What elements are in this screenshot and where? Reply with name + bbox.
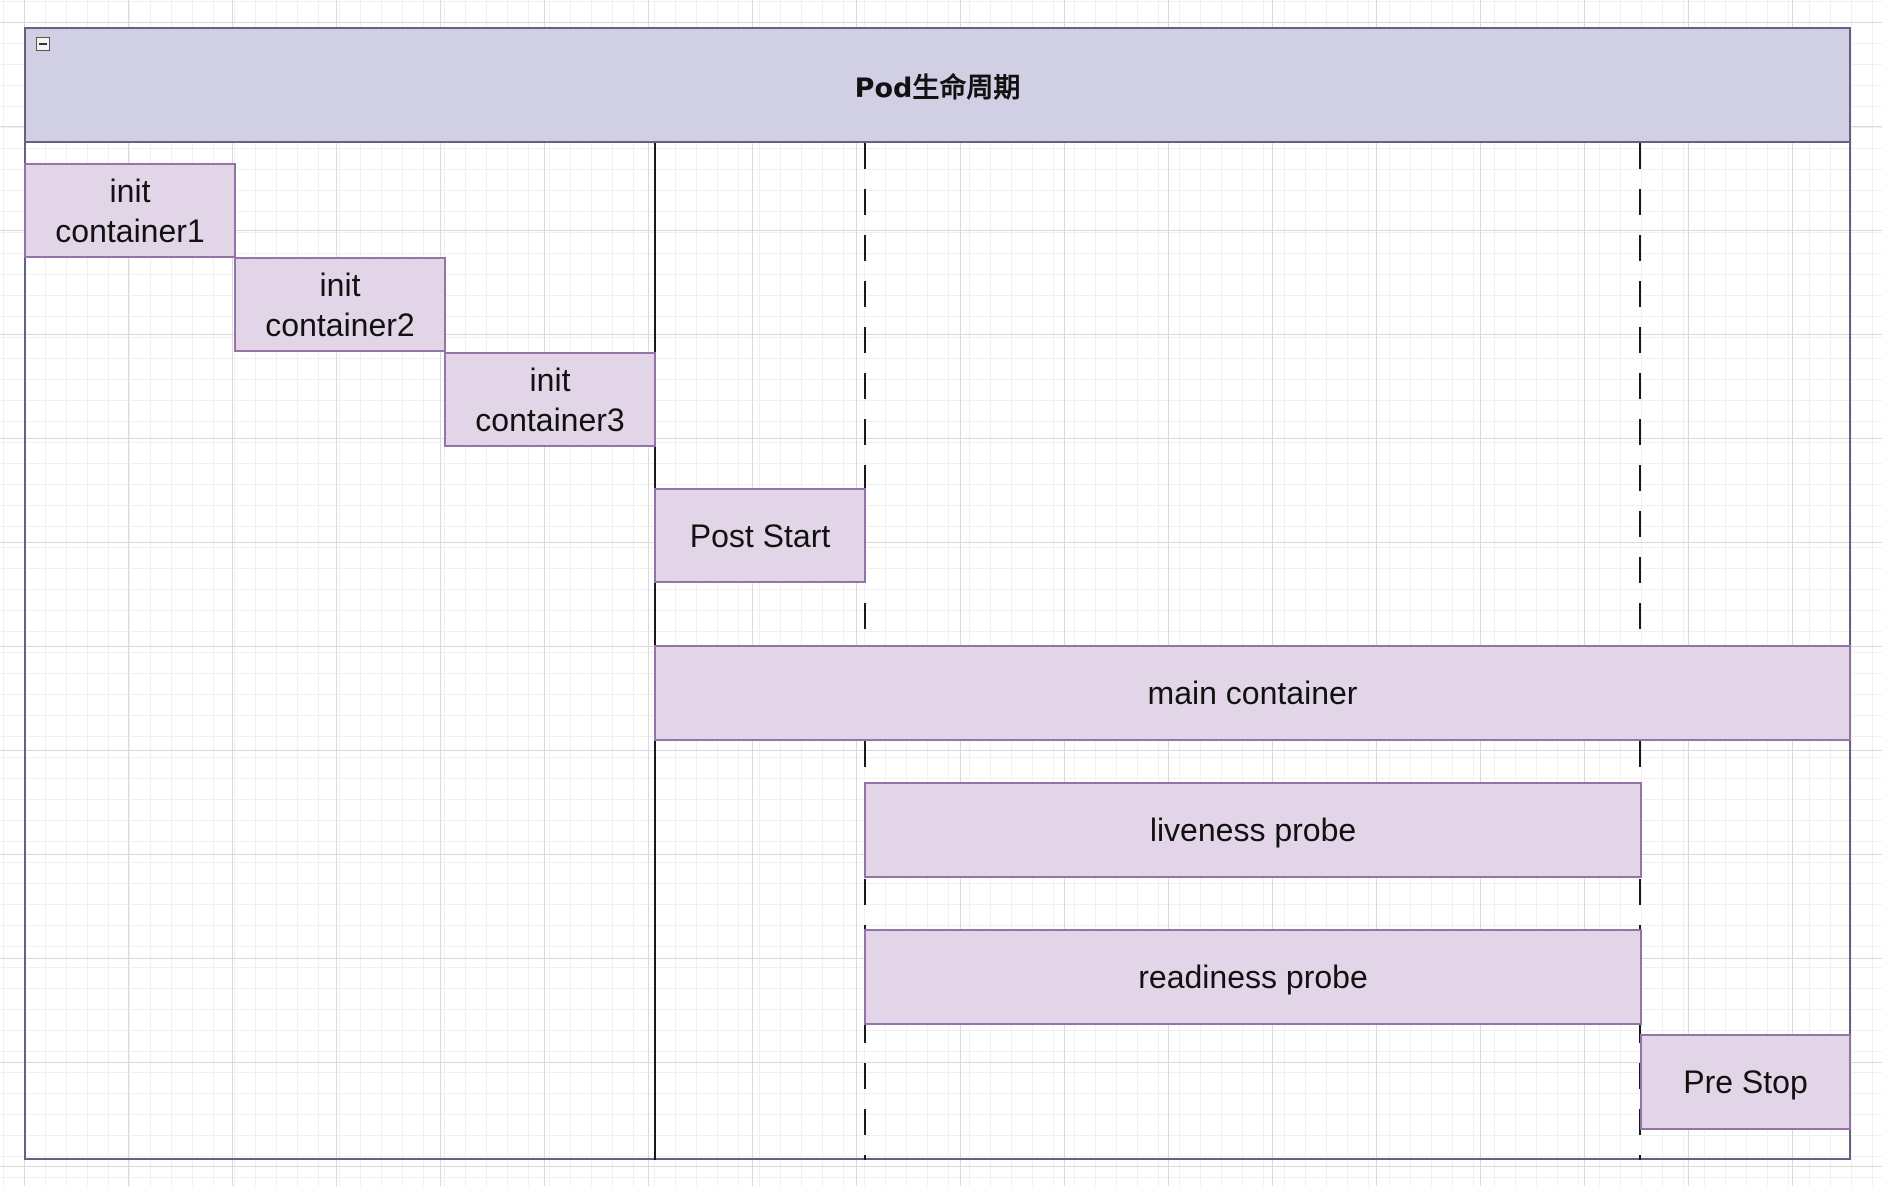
readiness-probe-label: readiness probe	[1138, 959, 1368, 995]
init-container-3-block[interactable]: init container3	[444, 352, 656, 447]
init-container-2-block[interactable]: init container2	[234, 257, 446, 352]
pool-header[interactable]: Pod生命周期	[24, 27, 1851, 143]
pre-stop-block[interactable]: Pre Stop	[1640, 1034, 1851, 1130]
liveness-probe-label: liveness probe	[1149, 812, 1357, 848]
main-container-label: main container	[1147, 675, 1358, 711]
liveness-probe-block[interactable]: liveness probe	[864, 782, 1642, 878]
readiness-probe-block[interactable]: readiness probe	[864, 929, 1642, 1025]
main-container-block[interactable]: main container	[654, 645, 1851, 741]
init-container-2-label: init container2	[265, 266, 415, 343]
post-start-label: Post Start	[689, 517, 831, 554]
init-container-1-label: init container1	[55, 172, 205, 249]
collapse-icon[interactable]	[36, 37, 50, 51]
pool-title: Pod生命周期	[854, 72, 1021, 104]
pre-stop-label: Pre Stop	[1683, 1064, 1808, 1100]
post-start-block[interactable]: Post Start	[654, 488, 866, 583]
init-container-3-label: init container3	[475, 361, 625, 438]
init-container-1-block[interactable]: init container1	[24, 163, 236, 258]
